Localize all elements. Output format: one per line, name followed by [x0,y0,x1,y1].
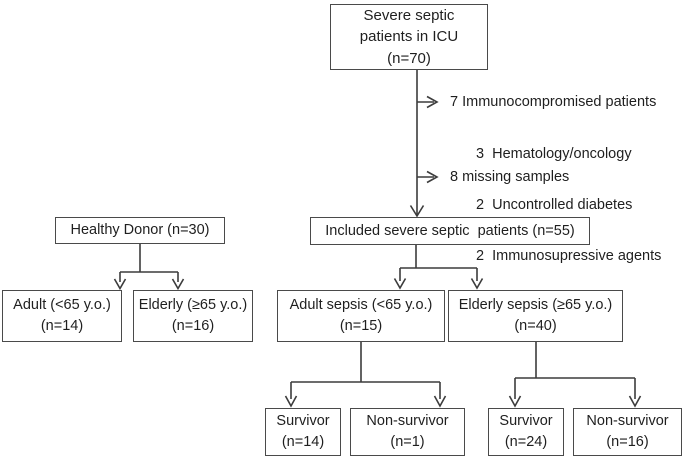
box-adult-survivor-label: Survivor [276,413,330,430]
box-elderly-nonsurvivor-count: (n=16) [606,434,649,450]
box-adult-nonsurvivor-count: (n=1) [390,434,425,450]
box-elderly-healthy-label: Elderly (≥65 y.o.) [138,297,248,314]
box-adult-sepsis-label: Adult sepsis (<65 y.o.) [289,297,433,314]
box-severe-septic-icu: Severe septic patients in ICU (n=70) [330,4,488,70]
connector-healthy-donor-split [113,244,185,291]
connector-adult-sepsis-split [284,342,447,408]
box-healthy-donor: Healthy Donor (n=30) [55,217,225,244]
box-adult-nonsurvivor-label: Non-survivor [366,413,449,430]
box-severe-septic-icu-count: (n=70) [387,49,431,67]
connector-icu-to-included [409,70,425,218]
box-adult-sepsis-count: (n=15) [339,318,383,334]
box-adult-healthy-label: Adult (<65 y.o.) [13,297,111,314]
exclusion-item-diabetes: 2 Uncontrolled diabetes [476,197,633,213]
connector-elderly-sepsis-split [508,342,642,408]
box-elderly-sepsis: Elderly sepsis (≥65 y.o.) (n=40) [448,290,623,342]
box-healthy-donor-label: Healthy Donor (n=30) [70,222,210,239]
connector-exclusion-missing-samples [417,170,439,184]
box-elderly-survivor: Survivor (n=24) [488,408,564,456]
box-elderly-survivor-count: (n=24) [504,434,548,450]
box-included-septic-patients-label: Included severe septic patients (n=55) [325,222,575,239]
exclusion-item-hematology: 3 Hematology/oncology [476,146,632,162]
box-severe-septic-icu-line2: patients in ICU [359,28,459,46]
box-adult-survivor: Survivor (n=14) [265,408,341,456]
box-elderly-healthy-count: (n=16) [171,318,215,334]
box-included-septic-patients: Included severe septic patients (n=55) [310,217,590,245]
exclusion-item-immunosupressive: 2 Immunosupressive agents [476,248,662,264]
box-severe-septic-icu-line1: Severe septic [363,7,455,25]
box-elderly-sepsis-count: (n=40) [514,318,557,334]
exclusion-missing-samples-label: 8 missing samples [450,169,570,185]
box-elderly-nonsurvivor-label: Non-survivor [586,413,669,430]
box-adult-healthy: Adult (<65 y.o.) (n=14) [2,290,122,342]
box-elderly-sepsis-label: Elderly sepsis (≥65 y.o.) [458,297,613,314]
connector-included-split [393,245,484,290]
exclusion-immunocompromised-label: 7 Immunocompromised patients [450,94,657,110]
box-adult-nonsurvivor: Non-survivor (n=1) [350,408,465,456]
connector-exclusion-immunocompromised [417,95,439,109]
box-adult-sepsis: Adult sepsis (<65 y.o.) (n=15) [277,290,445,342]
box-adult-survivor-count: (n=14) [281,434,325,450]
box-elderly-healthy: Elderly (≥65 y.o.) (n=16) [133,290,253,342]
box-elderly-survivor-label: Survivor [499,413,553,430]
exclusion-immunocompromised-items: 3 Hematology/oncology 2 Uncontrolled dia… [476,112,661,299]
box-elderly-nonsurvivor: Non-survivor (n=16) [573,408,682,456]
box-adult-healthy-count: (n=14) [40,318,84,334]
